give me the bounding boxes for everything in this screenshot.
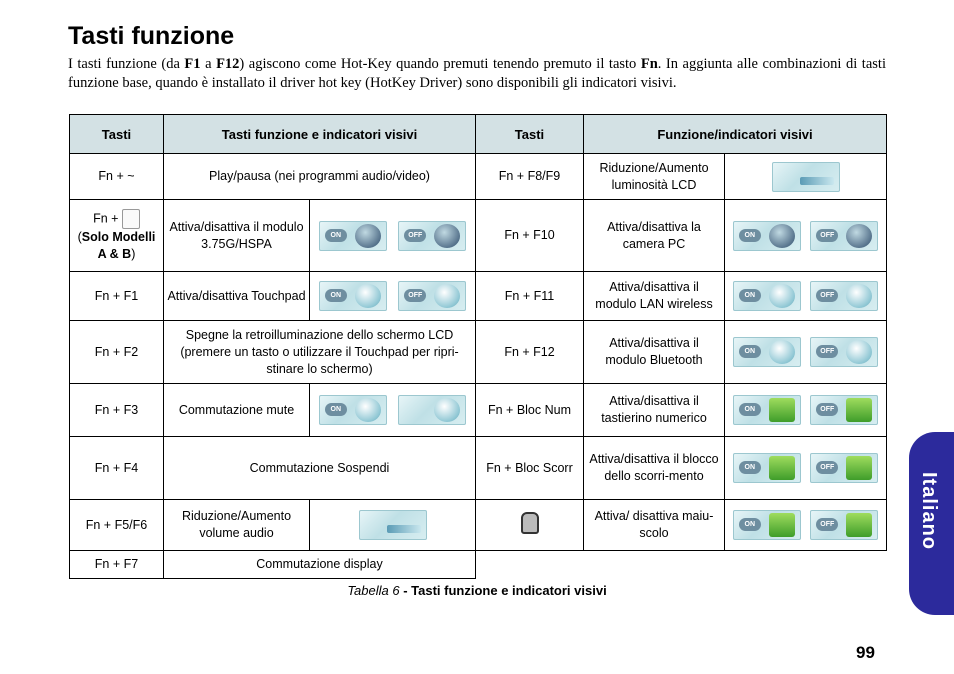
numlock-indicator-icon: OFF <box>810 395 879 425</box>
key-cell: Fn + (Solo Modelli A & B) <box>69 199 164 272</box>
key-cell: Fn + F3 <box>69 383 164 437</box>
key-icon <box>121 208 140 229</box>
key-cell: Fn + F2 <box>69 320 164 384</box>
hspa-indicator-icon: ON <box>318 220 387 251</box>
mute-indicator-icon <box>398 395 467 425</box>
desc-cell: Spegne la retroilluminazione dello scher… <box>163 320 476 384</box>
key-cell: Fn + ~ <box>69 153 164 200</box>
touchpad-indicator-icon: OFF <box>398 281 467 311</box>
header-keys-right: Tasti <box>475 114 584 154</box>
mute-indicator-icon: ON <box>318 395 387 425</box>
scrolllock-indicator-icon: ON <box>732 453 801 483</box>
language-side-tab: Italiano <box>909 432 954 615</box>
intro-paragraph: I tasti funzione (da F1 a F12) agiscono … <box>68 56 886 91</box>
page-number: 99 <box>856 643 875 662</box>
key-cell: Fn + F1 <box>69 271 164 321</box>
camera-indicator-icon: OFF <box>810 220 879 251</box>
key-cell <box>475 499 584 551</box>
desc-cell: Play/pausa (nei programmi audio/video) <box>163 153 476 200</box>
desc-cell: Attiva/ disattiva maiu-scolo <box>583 499 725 551</box>
volume-indicator-icon <box>358 510 427 540</box>
desc-cell: Attiva/disattiva il blocco dello scorri-… <box>583 436 725 500</box>
function-keys-table: Tasti Tasti funzione e indicatori visivi… <box>69 114 887 579</box>
table-row: Fn + (Solo Modelli A & B) Attiva/disatti… <box>69 199 887 272</box>
header-functions-left: Tasti funzione e indicatori visivi <box>163 114 476 154</box>
scrolllock-indicator-icon: OFF <box>810 453 879 483</box>
key-cell: Fn + F8/F9 <box>475 153 584 200</box>
caps-lock-key-icon <box>520 511 539 534</box>
key-cell: Fn + F10 <box>475 199 584 272</box>
table-row: Fn + ~ Play/pausa (nei programmi audio/v… <box>69 153 887 200</box>
brightness-indicator-icon <box>771 161 840 192</box>
desc-cell: Attiva/disattiva il modulo LAN wireless <box>583 271 725 321</box>
table-header-row: Tasti Tasti funzione e indicatori visivi… <box>69 114 887 154</box>
desc-cell: Attiva/disattiva il modulo Bluetooth <box>583 320 725 384</box>
header-functions-right: Funzione/indicatori visivi <box>583 114 887 154</box>
bluetooth-indicator-icon: OFF <box>810 337 879 367</box>
wlan-indicator-icon: OFF <box>810 281 879 311</box>
touchpad-indicator-icon: ON <box>318 281 387 311</box>
table-row: Fn + F5/F6 Riduzione/Aumento volume audi… <box>69 499 887 551</box>
table-row: Fn + F3 Commutazione mute ON Fn + Bloc N… <box>69 383 887 437</box>
wlan-indicator-icon: ON <box>732 281 801 311</box>
table-row: Fn + F7 Commutazione display <box>69 550 887 579</box>
key-cell: Fn + F5/F6 <box>69 499 164 551</box>
desc-cell: Commutazione display <box>163 550 476 579</box>
desc-cell: Attiva/disattiva la camera PC <box>583 199 725 272</box>
desc-cell: Riduzione/Aumento luminosità LCD <box>583 153 725 200</box>
page-title: Tasti funzione <box>68 22 235 50</box>
key-cell: Fn + Bloc Scorr <box>475 436 584 500</box>
key-cell: Fn + F11 <box>475 271 584 321</box>
header-keys-left: Tasti <box>69 114 164 154</box>
table-row: Fn + F1 Attiva/disattiva Touchpad ON OFF… <box>69 271 887 321</box>
desc-cell: Riduzione/Aumento volume audio <box>163 499 310 551</box>
desc-cell: Attiva/disattiva Touchpad <box>163 271 310 321</box>
key-cell: Fn + F12 <box>475 320 584 384</box>
desc-cell: Attiva/disattiva il tastierino numerico <box>583 383 725 437</box>
camera-indicator-icon: ON <box>732 220 801 251</box>
hspa-indicator-icon: OFF <box>398 220 467 251</box>
numlock-indicator-icon: ON <box>732 395 801 425</box>
desc-cell: Commutazione Sospendi <box>163 436 476 500</box>
key-cell: Fn + Bloc Num <box>475 383 584 437</box>
desc-cell: Attiva/disattiva il modulo 3.75G/HSPA <box>163 199 310 272</box>
key-cell: Fn + F4 <box>69 436 164 500</box>
table-row: Fn + F2 Spegne la retroilluminazione del… <box>69 320 887 384</box>
desc-cell: Commutazione mute <box>163 383 310 437</box>
table-row: Fn + F4 Commutazione Sospendi Fn + Bloc … <box>69 436 887 500</box>
bluetooth-indicator-icon: ON <box>732 337 801 367</box>
capslock-indicator-icon: ON <box>732 510 801 540</box>
capslock-indicator-icon: OFF <box>810 510 879 540</box>
table-caption: Tabella 6 - Tasti funzione e indicatori … <box>347 583 607 598</box>
key-cell: Fn + F7 <box>69 550 164 579</box>
